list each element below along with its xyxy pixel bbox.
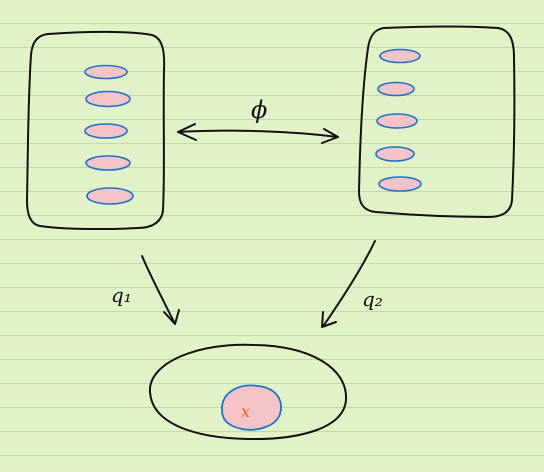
q1-arrow: [141, 255, 180, 325]
point-label: x: [241, 402, 250, 421]
q1-label: q₁: [111, 283, 132, 307]
q2-label: q₂: [362, 287, 383, 311]
left-oval-5: [86, 187, 134, 205]
right-oval-5: [378, 176, 422, 192]
left-oval-1: [84, 64, 128, 80]
phi-arrow: [177, 123, 339, 144]
base-space-ellipse: [148, 343, 348, 441]
point-circle: [221, 384, 282, 431]
left-oval-2: [85, 90, 131, 108]
right-oval-2: [377, 81, 415, 97]
right-oval-3: [376, 113, 418, 129]
right-oval-group: [375, 48, 422, 192]
left-oval-group: [84, 64, 134, 205]
right-oval-4: [375, 146, 415, 162]
q2-arrow: [321, 240, 376, 328]
phi-label: ϕ: [251, 96, 267, 124]
left-set-box: [26, 30, 166, 231]
right-set-box: [358, 25, 516, 218]
right-oval-1: [379, 48, 421, 64]
left-oval-3: [84, 123, 128, 139]
left-oval-4: [85, 155, 131, 171]
